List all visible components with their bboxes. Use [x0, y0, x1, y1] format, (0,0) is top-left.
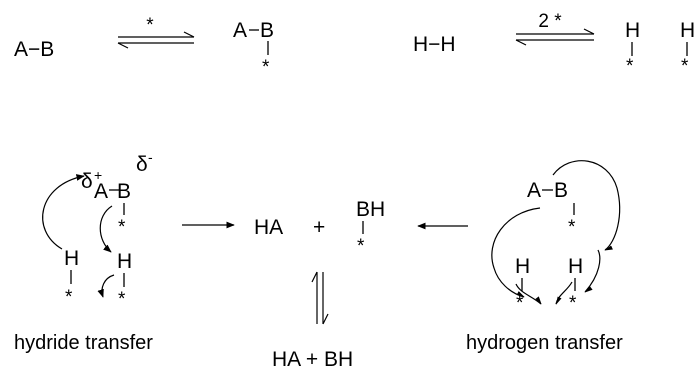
surface-site: * — [118, 217, 126, 238]
caption-hydride-transfer: hydride transfer — [14, 332, 153, 354]
adsorbed-bh: BH * — [356, 198, 385, 257]
atom-h: H — [64, 247, 79, 270]
surface-site: * — [516, 293, 524, 314]
fishhook-b-to-h — [552, 160, 621, 251]
delta-symbol: δ — [136, 153, 148, 176]
ab-condition-site: * — [146, 15, 154, 36]
curved-arrow-h-to-a — [42, 174, 85, 250]
curved-arrow-bond-to-site — [97, 274, 115, 298]
hydride-transfer-mechanism: δ + δ - A B * H * H * hydride tr — [14, 149, 153, 354]
fishhook-h-right-to-site — [555, 281, 573, 305]
atom-b: B — [260, 19, 274, 42]
caption-hydrogen-transfer: hydrogen transfer — [466, 332, 623, 354]
adsorbed-h-2: H * — [568, 255, 583, 314]
adsorbed-h-1: H * — [625, 19, 640, 77]
desorbed-products: HA + BH — [272, 348, 353, 371]
fishhook-bond-to-h — [584, 249, 601, 293]
atom-a: A — [94, 180, 108, 203]
atom-b: B — [554, 179, 568, 202]
atom-h: H — [568, 255, 583, 278]
atom-a: A — [527, 179, 541, 202]
surface-site: * — [118, 289, 126, 310]
surface-site: * — [626, 56, 634, 77]
atom-h: H — [515, 255, 530, 278]
adsorbed-h-1: H * — [64, 247, 79, 308]
adsorbed-ab: A B * — [94, 180, 131, 238]
atom-a: A — [233, 19, 247, 42]
delta-symbol: δ — [81, 170, 93, 193]
curved-electron-arrows — [42, 174, 115, 298]
charge-minus: - — [148, 149, 153, 165]
surface-site: * — [569, 293, 577, 314]
ab-reagent: A−B — [14, 38, 54, 61]
fishhook-ab-to-h — [491, 207, 541, 298]
product-bh: BH — [356, 198, 385, 221]
partial-charge-negative: δ - — [136, 149, 153, 176]
desorption-equilibrium-arrows — [311, 271, 329, 325]
surface-site: * — [568, 217, 576, 238]
fishhook-h-left-to-site — [515, 283, 542, 305]
equilibrium-arrows — [117, 31, 195, 49]
adsorbed-h-2: H * — [680, 19, 695, 77]
product-ha: HA — [254, 216, 283, 239]
atom-b: B — [117, 180, 131, 203]
charge-plus: + — [94, 167, 102, 183]
equilibrium-arrows — [515, 28, 595, 46]
fishhook-arrows — [491, 160, 621, 305]
atom-h: H — [625, 19, 640, 42]
surface-site: * — [262, 57, 270, 78]
h2-reagent: H−H — [413, 33, 456, 56]
plus-sign: + — [313, 216, 325, 239]
adsorbed-h-1: H * — [515, 255, 530, 314]
ab-adsorption-equilibrium: A−B * A B * — [14, 15, 274, 78]
adsorbed-h-2: H * — [117, 250, 132, 310]
partial-charge-positive: δ + — [81, 167, 102, 193]
product-block: HA + BH * HA + BH — [182, 198, 468, 371]
curved-arrow-b-to-h — [99, 205, 113, 253]
adsorbed-ab: A B * — [233, 19, 274, 78]
h2-dissociation-equilibrium: H−H 2 * H * H * — [413, 11, 695, 77]
atom-h: H — [117, 250, 132, 273]
surface-site: * — [357, 236, 365, 257]
surface-site: * — [681, 56, 689, 77]
atom-h: H — [680, 19, 695, 42]
surface-site: * — [65, 287, 73, 308]
hydrogen-transfer-mechanism: A B * H * H * hydrogen transfer — [466, 160, 623, 354]
h2-condition-sites: 2 * — [538, 11, 562, 32]
adsorbed-ab: A B * — [527, 179, 576, 238]
